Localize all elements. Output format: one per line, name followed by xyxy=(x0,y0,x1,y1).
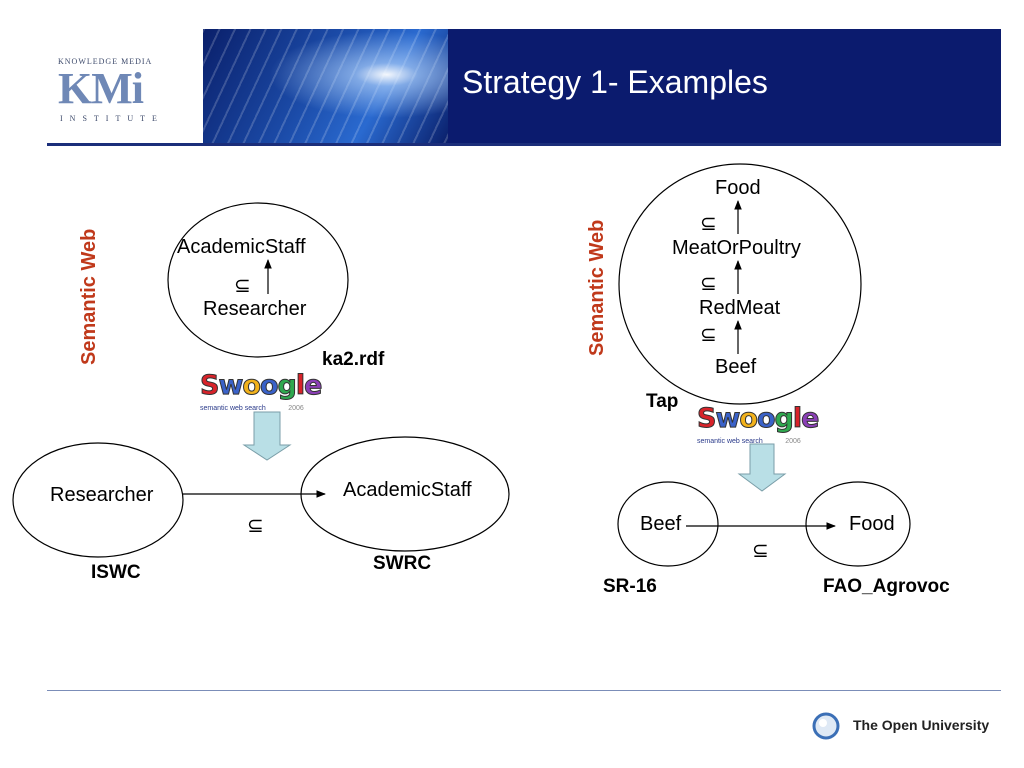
right-node-meatorpoultry: MeatOrPoultry xyxy=(672,237,801,259)
swoogle-wordmark: Swoogle xyxy=(696,403,819,434)
left-mapping-target: AcademicStaff xyxy=(343,479,472,501)
left-swoogle-logo: Swoogle semantic web search 2006 xyxy=(199,370,322,415)
right-source-ellipse xyxy=(617,481,719,567)
right-swoogle-logo: Swoogle semantic web search 2006 xyxy=(696,403,819,448)
right-target-ontology: FAO_Agrovoc xyxy=(823,576,950,597)
header-photo xyxy=(203,29,448,143)
right-mapping-subset: ⊆ xyxy=(752,540,769,562)
left-node-researcher: Researcher xyxy=(203,298,307,320)
right-mapping-source: Beef xyxy=(640,513,682,535)
left-domain-label: Semantic Web xyxy=(78,228,100,365)
right-mapping-target: Food xyxy=(849,513,895,535)
open-university-icon xyxy=(812,712,840,740)
right-subset-symbol-3: ⊆ xyxy=(700,324,717,346)
left-target-ontology: SWRC xyxy=(373,553,432,574)
swoogle-year: 2006 xyxy=(288,405,304,412)
left-subset-symbol: ⊆ xyxy=(234,275,251,297)
left-node-academicstaff: AcademicStaff xyxy=(177,236,306,258)
right-node-beef: Beef xyxy=(715,356,757,378)
logo-mark: KMi xyxy=(58,64,144,113)
kmi-logo xyxy=(47,29,203,143)
right-target-ellipse xyxy=(805,481,911,567)
slide-title: Strategy 1- Examples xyxy=(462,64,768,100)
right-swoogle-arrow xyxy=(737,443,787,492)
right-subset-symbol-2: ⊆ xyxy=(700,273,717,295)
footer-rule xyxy=(47,690,1001,691)
right-node-redmeat: RedMeat xyxy=(699,297,781,319)
right-domain-label: Semantic Web xyxy=(586,219,608,356)
logo-caption-top: KNOWLEDGE MEDIA xyxy=(58,57,153,66)
left-mapping-subset: ⊆ xyxy=(247,515,264,537)
left-swoogle-arrow xyxy=(242,411,292,461)
open-university-name: The Open University xyxy=(853,717,990,733)
swoogle-subtitle: semantic web search xyxy=(200,405,266,412)
left-hierarchy-ellipse xyxy=(167,202,349,358)
right-source-ontology: SR-16 xyxy=(603,576,657,597)
right-node-food: Food xyxy=(715,177,761,199)
right-source-file: Tap xyxy=(646,391,679,412)
swoogle-wordmark: Swoogle xyxy=(199,370,322,401)
left-mapping-source: Researcher xyxy=(50,484,154,506)
logo-caption-bottom: INSTITUTE xyxy=(60,114,164,123)
left-source-ontology: ISWC xyxy=(91,562,141,583)
left-source-ellipse xyxy=(12,442,184,558)
right-subset-symbol-1: ⊆ xyxy=(700,213,717,235)
right-hierarchy-ellipse xyxy=(618,163,862,405)
swoogle-year: 2006 xyxy=(785,438,801,445)
header-rule xyxy=(47,143,1001,146)
swoogle-subtitle: semantic web search xyxy=(697,438,763,445)
left-source-file: ka2.rdf xyxy=(322,349,385,370)
